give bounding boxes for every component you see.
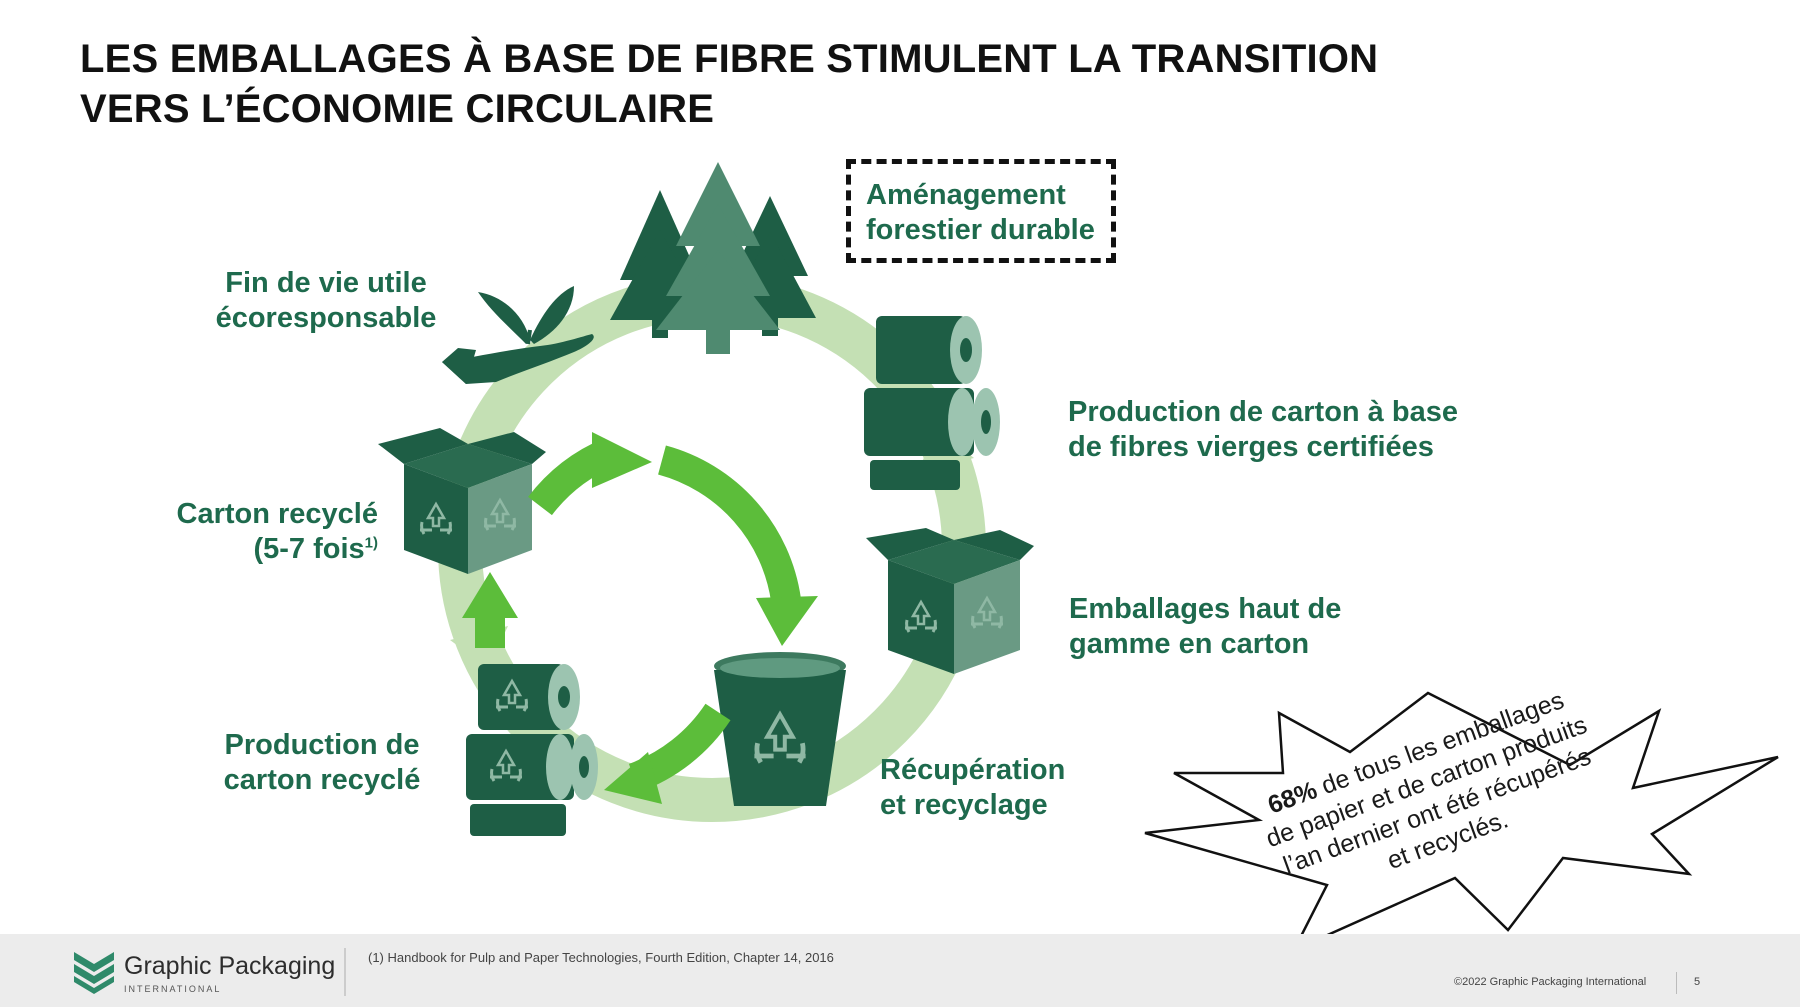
title-line-2: VERS L’ÉCONOMIE CIRCULAIRE bbox=[80, 87, 715, 131]
company-logo-icon bbox=[74, 952, 114, 994]
label-recovery-recycling: Récupération et recyclage bbox=[880, 754, 1066, 821]
label-virgin-board-production: Production de carton à base de fibres vi… bbox=[1068, 396, 1458, 463]
label-sustainable-forestry: Aménagement forestier durable bbox=[866, 179, 1095, 246]
forest-icon bbox=[610, 162, 816, 354]
recycling-bin-icon bbox=[714, 652, 846, 806]
label-recycled-board: Carton recyclé (5-7 fois1) bbox=[176, 498, 379, 565]
premium-box-icon bbox=[866, 528, 1034, 674]
statistic-starburst bbox=[1144, 691, 1779, 934]
virgin-board-rolls-icon bbox=[864, 316, 1000, 490]
label-premium-packaging: Emballages haut de gamme en carton bbox=[1069, 593, 1342, 660]
hand-with-sprout-icon bbox=[442, 286, 594, 384]
footer-bar: Graphic Packaging INTERNATIONAL (1) Hand… bbox=[0, 934, 1800, 1007]
inner-cycle-arrows bbox=[462, 432, 818, 804]
recycled-board-rolls-icon bbox=[466, 664, 598, 836]
recycled-box-icon bbox=[378, 428, 546, 574]
label-recycled-board-production: Production de carton recyclé bbox=[223, 729, 421, 796]
forest-label-box bbox=[846, 159, 1116, 263]
footer-divider bbox=[344, 948, 346, 996]
copyright: ©2022 Graphic Packaging International bbox=[1454, 976, 1647, 988]
company-name: Graphic Packaging bbox=[124, 952, 336, 980]
footnote: (1) Handbook for Pulp and Paper Technolo… bbox=[368, 950, 834, 965]
circular-economy-diagram bbox=[378, 162, 1779, 934]
company-subname: INTERNATIONAL bbox=[124, 984, 222, 994]
title-line-1: LES EMBALLAGES À BASE DE FIBRE STIMULENT… bbox=[80, 37, 1379, 81]
page-title: LES EMBALLAGES À BASE DE FIBRE STIMULENT… bbox=[80, 34, 1680, 134]
page-number: 5 bbox=[1694, 976, 1701, 988]
footer-divider-small bbox=[1676, 972, 1677, 994]
label-end-of-life: Fin de vie utile écoresponsable bbox=[215, 267, 437, 334]
